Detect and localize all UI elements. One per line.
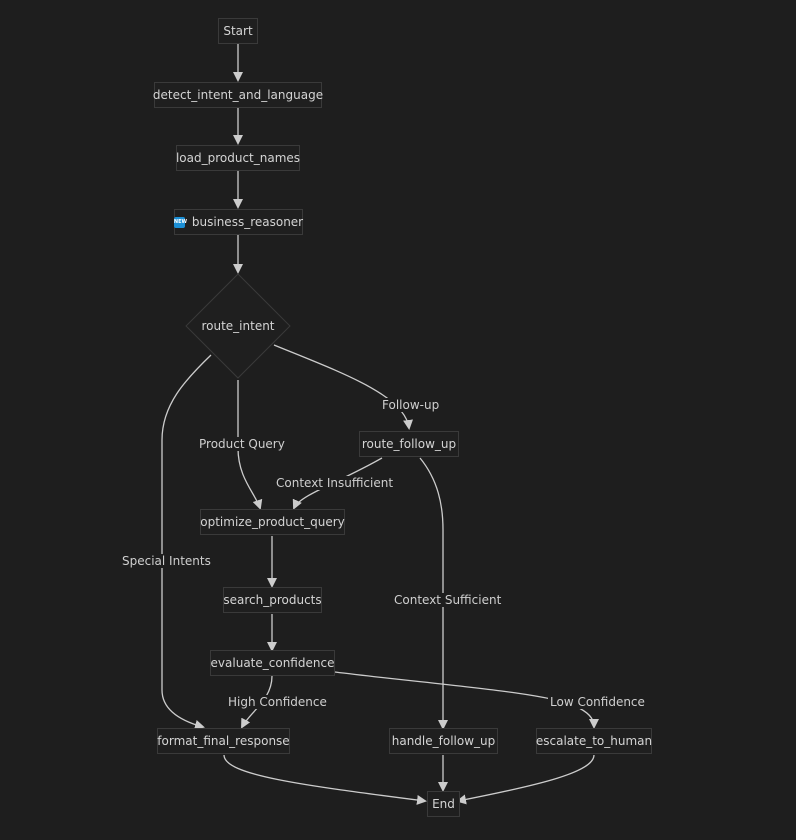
node-route-intent[interactable]: route_intent: [201, 319, 275, 333]
node-end[interactable]: End: [427, 791, 460, 817]
node-start[interactable]: Start: [218, 18, 258, 44]
edge-route-to-format: [161, 354, 212, 730]
node-evaluate-confidence[interactable]: evaluate_confidence: [210, 650, 335, 676]
edge-label-follow-up: Follow-up: [380, 398, 442, 412]
edge-escalate-to-end: [456, 754, 595, 805]
node-format-final-response[interactable]: format_final_response: [157, 728, 290, 754]
node-route-follow-up[interactable]: route_follow_up: [359, 431, 459, 457]
node-optimize-product-query[interactable]: optimize_product_query: [200, 509, 345, 535]
node-search-products[interactable]: search_products: [223, 587, 322, 613]
edge-label-high-confidence: High Confidence: [226, 695, 329, 709]
node-detect-intent-and-language[interactable]: detect_intent_and_language: [153, 82, 323, 108]
route-intent-diamond: [185, 273, 291, 379]
edge-followup-to-handle: [419, 457, 448, 730]
node-business-reasoner-label: business_reasoner: [191, 215, 304, 229]
node-business-reasoner[interactable]: NEW business_reasoner: [173, 209, 304, 235]
node-handle-follow-up[interactable]: handle_follow_up: [389, 728, 498, 754]
edge-label-context-insufficient: Context Insufficient: [274, 476, 396, 490]
new-badge-icon: NEW: [173, 216, 187, 228]
edge-label-special-intents: Special Intents: [120, 554, 213, 568]
edge-format-to-end: [223, 754, 427, 805]
edge-label-product-query: Product Query: [197, 437, 287, 451]
edge-label-context-sufficient: Context Sufficient: [392, 593, 504, 607]
node-escalate-to-human[interactable]: escalate_to_human: [536, 728, 652, 754]
node-load-product-names[interactable]: load_product_names: [176, 145, 300, 171]
edge-route-to-followup: [273, 344, 413, 430]
edge-label-low-confidence: Low Confidence: [548, 695, 647, 709]
